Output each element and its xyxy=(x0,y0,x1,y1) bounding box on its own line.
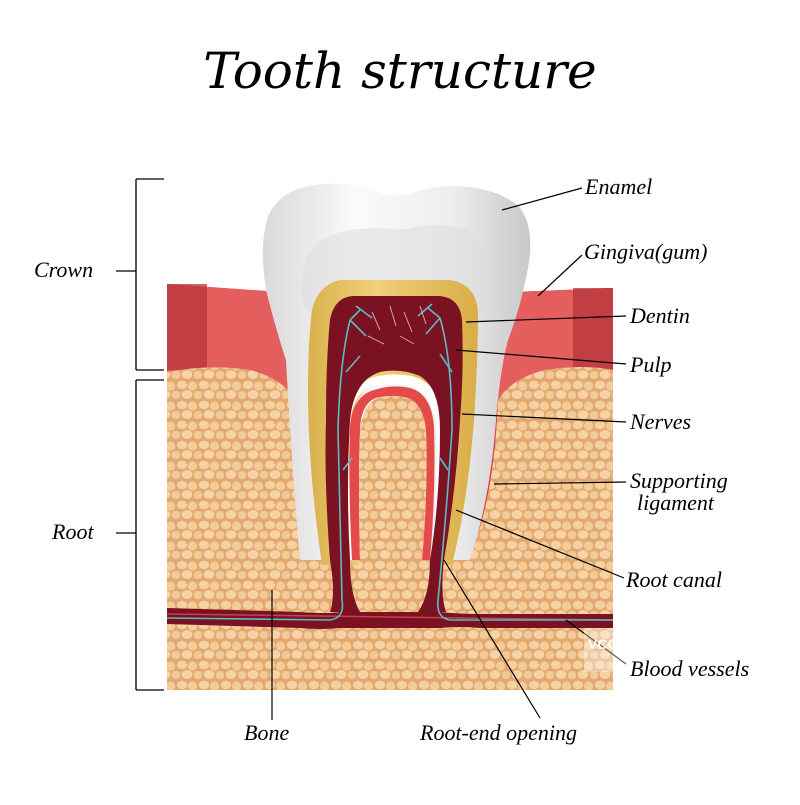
diagram-title: Tooth structure xyxy=(203,42,597,100)
pulp-chamber xyxy=(325,296,463,560)
gingiva-shade-left xyxy=(167,284,207,370)
label-root: Root xyxy=(52,519,94,544)
gingiva-shade-right xyxy=(573,288,613,370)
label-nerves: Nerves xyxy=(630,409,692,434)
label-crown: Crown xyxy=(34,257,94,282)
nerve-lines xyxy=(166,303,613,621)
label-ligament: ligament xyxy=(637,490,714,515)
leader-lines xyxy=(271,187,627,720)
root-bracket xyxy=(116,379,164,691)
label-dentin: Dentin xyxy=(630,303,690,328)
watermark-badge xyxy=(584,628,630,672)
root-red-border xyxy=(349,386,435,560)
bone-top xyxy=(167,367,296,690)
label-bone: Bone xyxy=(244,720,290,745)
blood-vessel-highlight xyxy=(166,613,614,621)
pulp-white-fibers xyxy=(367,305,427,345)
label-supporting: Supporting xyxy=(630,468,728,493)
label-pulp: Pulp xyxy=(630,352,672,377)
label-gingiva: Gingiva(gum) xyxy=(584,239,708,264)
root-canal-left xyxy=(330,560,360,612)
watermark-code: VCG211247637417 xyxy=(614,640,743,655)
label-root-canal: Root canal xyxy=(626,567,722,592)
root-canal-right xyxy=(418,560,446,612)
label-root-end-opening: Root-end opening xyxy=(420,720,578,745)
blood-vessel-band xyxy=(167,608,613,629)
root-interior-bone xyxy=(359,396,427,560)
bone-top-right xyxy=(498,367,613,690)
label-enamel: Enamel xyxy=(585,174,653,199)
crown-bracket xyxy=(116,178,164,371)
label-blood-vessels: Blood vessels xyxy=(630,656,750,681)
watermark-logo: VCG xyxy=(588,636,619,652)
